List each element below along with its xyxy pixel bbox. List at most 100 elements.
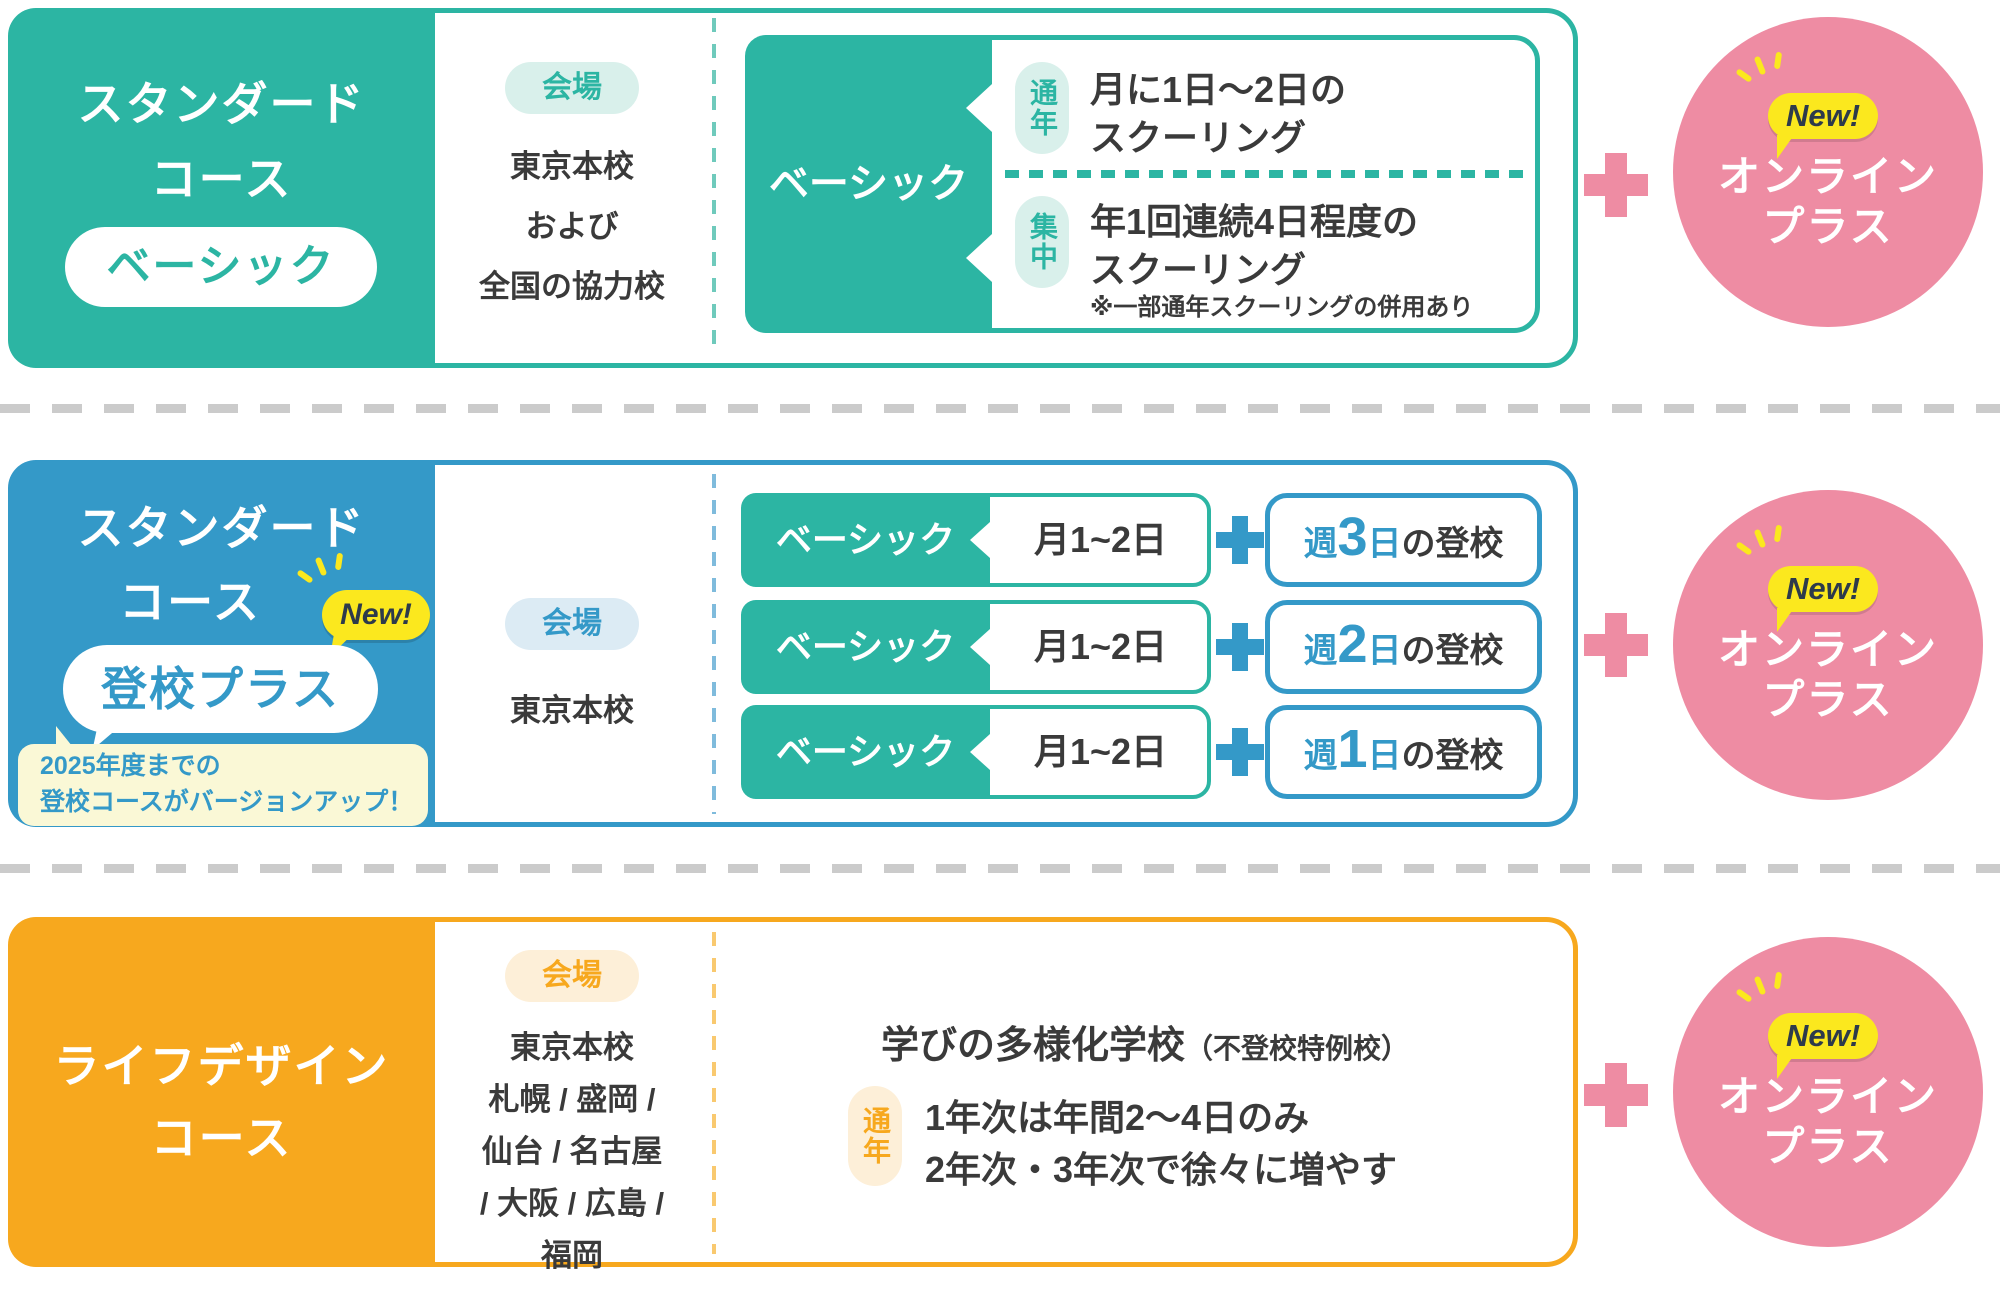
online-plus-circle: New! オンライン プラス	[1673, 937, 1983, 1247]
online-plus-line2: プラス	[1762, 203, 1894, 250]
schedule-a-line2: スクーリング	[1090, 117, 1307, 158]
bubble-tail-icon	[1777, 608, 1794, 632]
online-plus-line1: オンライン	[1717, 1073, 1938, 1120]
yearround-tag-pill: 通年	[848, 1086, 902, 1186]
sparkle-rays-icon	[1735, 524, 1795, 564]
course-header-standard-basic	[8, 8, 435, 368]
new-badge: New!	[1768, 566, 1878, 612]
venue-schedule-divider	[712, 932, 716, 1254]
week-attendance-box	[1265, 705, 1542, 799]
online-plus-line1: オンライン	[1717, 626, 1938, 673]
schedule-dotted-divider	[1005, 170, 1533, 178]
arrow-notch-icon	[966, 234, 992, 282]
sparkle-rays-icon	[1735, 971, 1795, 1011]
week-unit: 日	[1367, 632, 1402, 670]
venue-schedule-divider	[712, 18, 716, 356]
yearround-tag-pill: 通年	[1015, 62, 1069, 154]
schedule-b-line2: スクーリング	[1090, 249, 1307, 290]
plus-icon	[1584, 1063, 1648, 1127]
course-title-line1: スタンダード	[77, 78, 366, 130]
upgrade-callout-line2: 登校コースがバージョンアップ！	[40, 788, 414, 816]
combo-label: ベーシック	[775, 731, 956, 772]
online-plus-line2: プラス	[1762, 676, 1894, 723]
week-prefix: 週	[1303, 632, 1338, 670]
plus-icon	[1584, 153, 1648, 217]
intensive-tag-pill: 集中	[1015, 196, 1069, 288]
combo-value: 月1~2日	[1033, 626, 1168, 667]
arrow-notch-icon	[970, 629, 990, 665]
combo-value: 月1~2日	[1033, 519, 1168, 560]
plus-icon	[1216, 516, 1264, 564]
venue-schedule-divider	[712, 474, 716, 814]
basic-combo-label-block	[741, 705, 990, 799]
venue-label-pill: 会場	[505, 62, 639, 114]
venue-line: および	[525, 209, 619, 244]
week-attendance-box	[1265, 493, 1542, 587]
week-suffix: の登校	[1401, 632, 1504, 670]
venue-line: / 大阪 / 広島 /	[479, 1186, 665, 1221]
venue-line: 東京本校	[510, 149, 634, 184]
venue-line: 東京本校	[510, 693, 634, 728]
week-attendance-text: 週1日の登校	[1265, 705, 1542, 807]
school-title: 学びの多様化学校（不登校特例校）	[745, 1014, 1545, 1069]
bubble-tail-icon	[1777, 1055, 1794, 1079]
week-number: 3	[1337, 507, 1368, 567]
week-unit: 日	[1367, 737, 1402, 775]
week-attendance-text: 週2日の登校	[1265, 600, 1542, 702]
schedule-b-line1: 年1回連続4日程度の	[1090, 201, 1419, 242]
combo-label: ベーシック	[775, 519, 956, 560]
venue-line: 仙台 / 名古屋	[481, 1134, 663, 1169]
schedule-card-label-block	[745, 35, 992, 333]
online-plus-line1: オンライン	[1717, 153, 1938, 200]
course-title-line1: ライフデザイン	[53, 1040, 390, 1092]
week-attendance-text: 週3日の登校	[1265, 493, 1542, 595]
plus-icon	[1216, 623, 1264, 671]
week-unit: 日	[1367, 525, 1402, 563]
schedule-a-line1: 月に1日〜2日の	[1090, 69, 1347, 110]
row-separator	[0, 864, 2000, 873]
week-number: 2	[1337, 614, 1368, 674]
schedule-desc-line1: 1年次は年間2〜4日のみ	[925, 1097, 1310, 1138]
arrow-notch-icon	[970, 522, 990, 558]
school-title-main: 学びの多様化学校	[880, 1025, 1185, 1067]
schedule-b-note: ※一部通年スクーリングの併用あり	[1090, 294, 1474, 321]
new-badge: New!	[322, 590, 430, 640]
venue-line: 札幌 / 盛岡 /	[488, 1082, 656, 1117]
week-attendance-box	[1265, 600, 1542, 694]
week-prefix: 週	[1303, 525, 1338, 563]
online-plus-circle: New! オンライン プラス	[1673, 490, 1983, 800]
schedule-desc-line2: 2年次・3年次で徐々に増やす	[925, 1149, 1398, 1190]
online-plus-line2: プラス	[1762, 1123, 1894, 1170]
week-number: 1	[1337, 719, 1368, 779]
course-title-line2: コース	[119, 576, 261, 628]
venue-line: 全国の協力校	[479, 269, 665, 304]
attendance-plus-badge: 登校プラス	[63, 645, 378, 733]
new-badge: New!	[1768, 1013, 1878, 1059]
arrow-notch-icon	[966, 84, 992, 132]
row-separator	[0, 404, 2000, 413]
combo-value: 月1~2日	[1033, 731, 1168, 772]
callout-tail-icon	[56, 726, 72, 746]
course-title-line1: スタンダード	[77, 502, 366, 554]
course-title-line2: コース	[150, 153, 293, 205]
upgrade-callout-line1: 2025年度までの	[40, 752, 221, 780]
combo-label: ベーシック	[775, 626, 956, 667]
new-badge: New!	[1768, 93, 1878, 139]
course-title-line2: コース	[150, 1112, 293, 1164]
basic-combo-label-block	[741, 493, 990, 587]
basic-combo-label-block	[741, 600, 990, 694]
school-title-note: （不登校特例校）	[1185, 1033, 1410, 1064]
online-plus-circle: New! オンライン プラス	[1673, 17, 1983, 327]
sparkle-rays-icon	[296, 552, 356, 592]
week-prefix: 週	[1303, 737, 1338, 775]
plus-icon	[1216, 728, 1264, 776]
arrow-notch-icon	[970, 734, 990, 770]
plus-icon	[1584, 613, 1648, 677]
bubble-tail-icon	[1777, 135, 1794, 159]
venue-line: 福岡	[541, 1238, 603, 1273]
basic-badge: ベーシック	[65, 227, 377, 307]
week-suffix: の登校	[1401, 525, 1504, 563]
schedule-card-label: ベーシック	[768, 162, 969, 206]
upgrade-callout	[18, 744, 428, 826]
venue-line: 東京本校	[510, 1030, 634, 1065]
